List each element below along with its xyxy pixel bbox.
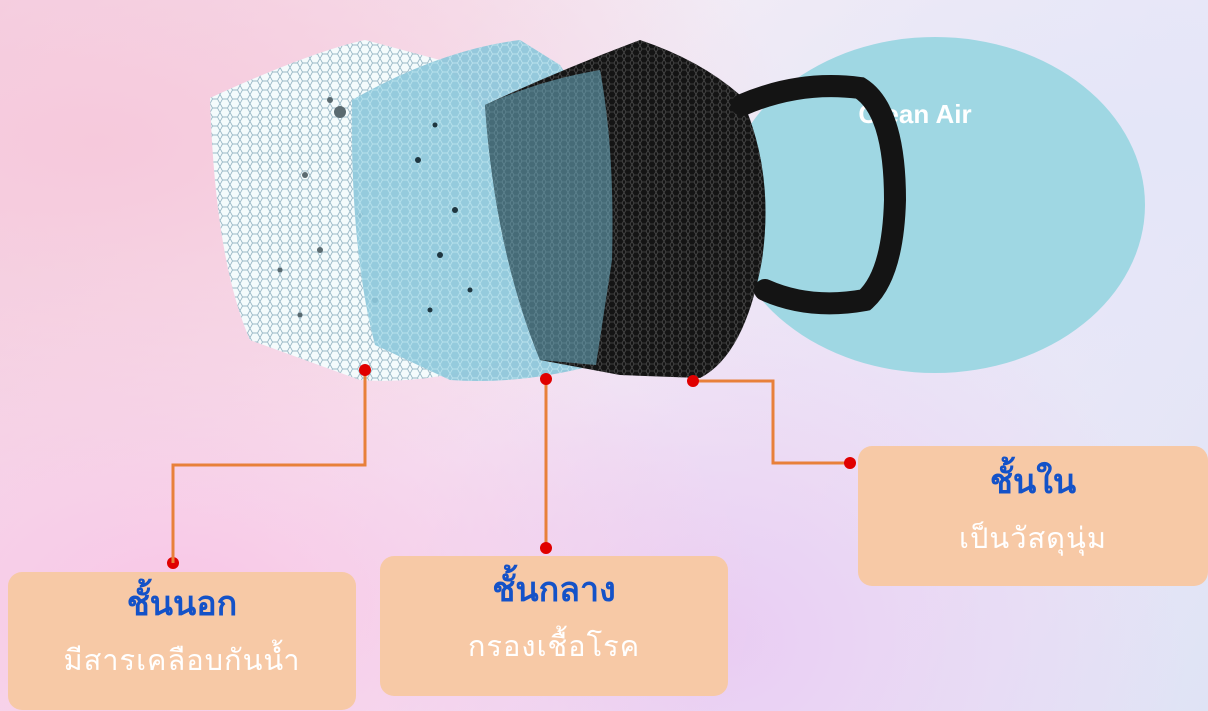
inner-layer-description: เป็นวัสดุนุ่ม xyxy=(959,521,1107,555)
middle-layer-label-box: ชั้นกลาง กรองเชื้อโรค xyxy=(380,556,728,696)
connector-middle xyxy=(540,373,552,554)
inner-layer-mask xyxy=(485,40,907,378)
outer-layer-description: มีสารเคลือบกันน้ำ xyxy=(63,643,301,677)
connector-inner xyxy=(687,375,856,469)
inner-layer-title: ชั้นใน xyxy=(989,462,1077,502)
outer-layer-title: ชั้นนอก xyxy=(126,584,238,624)
middle-layer-description: กรองเชื้อโรค xyxy=(467,629,641,663)
outer-layer-label-box: ชั้นนอก มีสารเคลือบกันน้ำ xyxy=(8,572,356,710)
inner-layer-label-box: ชั้นใน เป็นวัสดุนุ่ม xyxy=(858,446,1208,586)
middle-layer-title: ชั้นกลาง xyxy=(492,570,616,610)
connector-outer xyxy=(167,364,371,569)
